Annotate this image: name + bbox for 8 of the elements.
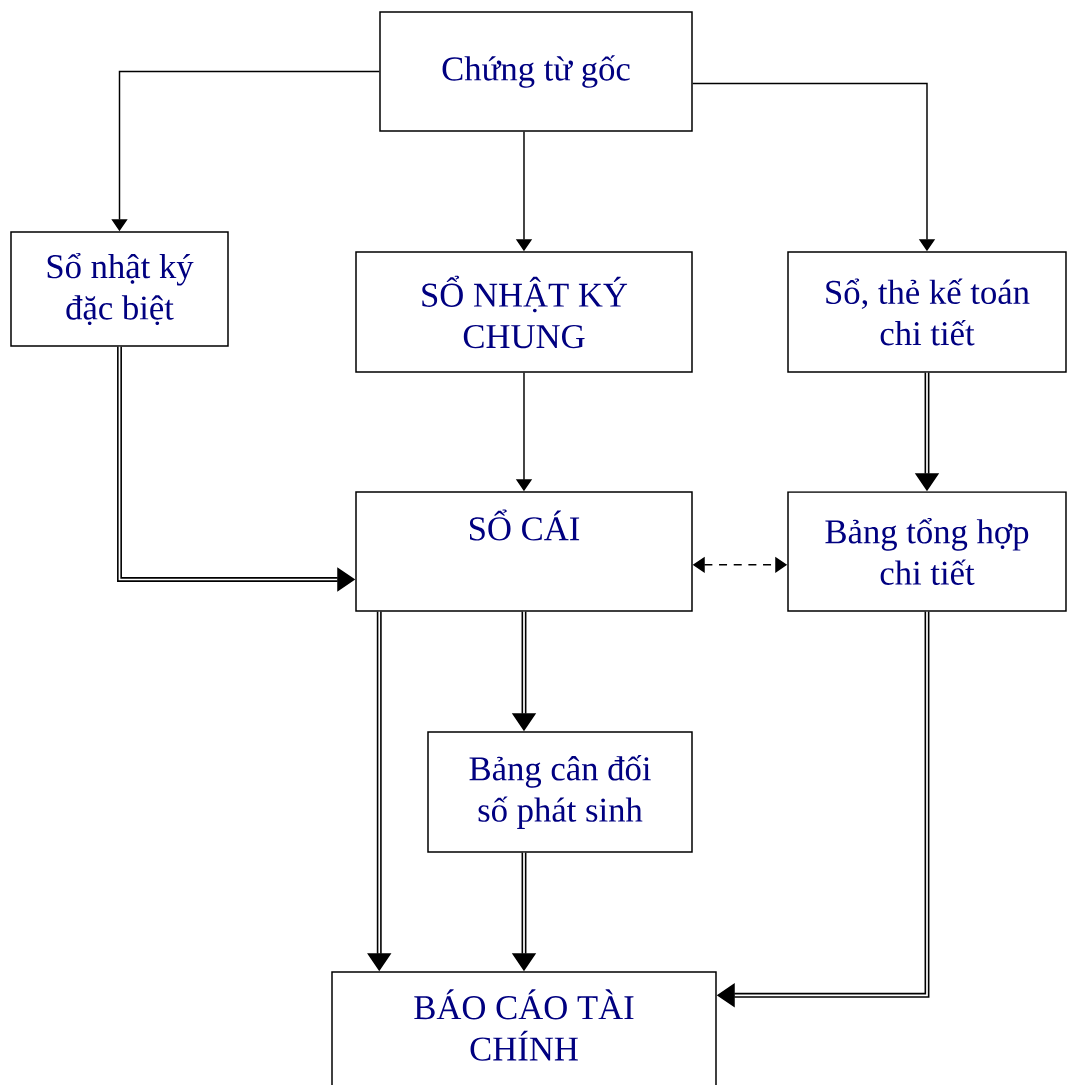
- process-box: SỔ CÁI: [355, 491, 693, 612]
- process-box: Chứng từ gốc: [379, 11, 693, 132]
- process-box: Sổ, thẻ kế toán chi tiết: [787, 251, 1067, 373]
- process-box: Bảng tổng hợp chi tiết: [787, 491, 1067, 612]
- process-box: Sổ nhật ký đặc biệt: [10, 231, 229, 347]
- process-box: Bảng cân đối số phát sinh: [427, 731, 693, 853]
- process-box: SỔ NHẬT KÝ CHUNG: [355, 251, 693, 373]
- process-box: BÁO CÁO TÀI CHÍNH: [331, 971, 717, 1085]
